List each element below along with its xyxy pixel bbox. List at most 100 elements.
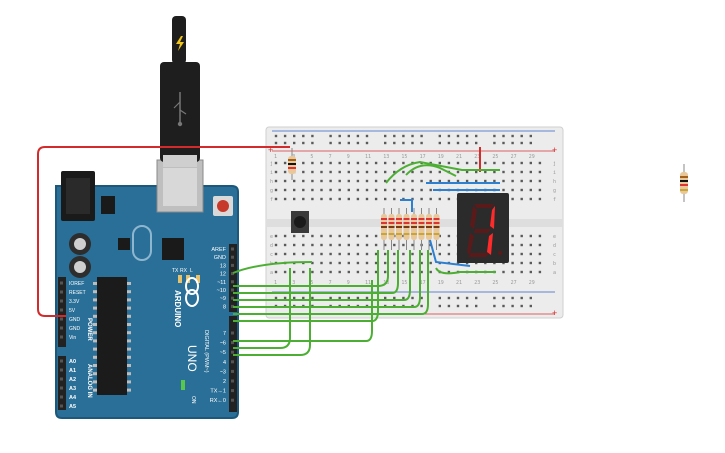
breadboard-hole[interactable] xyxy=(365,234,369,238)
rail-hole[interactable] xyxy=(475,134,478,138)
breadboard-hole[interactable] xyxy=(538,161,542,165)
rail-hole[interactable] xyxy=(347,134,350,138)
breadboard-hole[interactable] xyxy=(411,243,414,247)
breadboard-hole[interactable] xyxy=(420,261,423,265)
breadboard-hole[interactable] xyxy=(420,179,423,183)
breadboard-hole[interactable] xyxy=(329,270,332,274)
rail-hole[interactable] xyxy=(456,296,460,300)
breadboard-hole[interactable] xyxy=(502,170,505,174)
breadboard-hole[interactable] xyxy=(302,188,305,192)
rail-hole[interactable] xyxy=(502,134,505,138)
breadboard-hole[interactable] xyxy=(402,270,405,274)
breadboard-hole[interactable] xyxy=(293,197,296,201)
rail-hole[interactable] xyxy=(384,134,387,138)
rail-hole[interactable] xyxy=(365,296,369,300)
breadboard-hole[interactable] xyxy=(274,234,278,238)
header-pin[interactable] xyxy=(60,326,63,330)
breadboard-hole[interactable] xyxy=(402,252,405,256)
breadboard-hole[interactable] xyxy=(338,197,341,201)
rail-hole[interactable] xyxy=(411,141,414,145)
breadboard-hole[interactable] xyxy=(365,188,369,192)
breadboard-hole[interactable] xyxy=(502,270,505,274)
rail-hole[interactable] xyxy=(411,296,414,300)
breadboard-hole[interactable] xyxy=(511,197,514,201)
breadboard-hole[interactable] xyxy=(484,170,487,174)
pushbutton-cap[interactable] xyxy=(294,216,306,228)
rail-hole[interactable] xyxy=(447,304,451,308)
breadboard-hole[interactable] xyxy=(320,252,323,256)
breadboard-hole[interactable] xyxy=(365,243,369,247)
breadboard-hole[interactable] xyxy=(338,252,341,256)
rail-hole[interactable] xyxy=(311,296,314,300)
breadboard-hole[interactable] xyxy=(320,243,323,247)
breadboard-hole[interactable] xyxy=(311,161,314,165)
rail-hole[interactable] xyxy=(511,134,514,138)
header-pin[interactable] xyxy=(231,369,234,373)
breadboard-hole[interactable] xyxy=(274,243,278,247)
rail-hole[interactable] xyxy=(493,304,496,308)
breadboard-hole[interactable] xyxy=(538,243,542,247)
wire-green-11[interactable] xyxy=(233,250,411,301)
breadboard-hole[interactable] xyxy=(538,179,542,183)
breadboard-hole[interactable] xyxy=(374,234,378,238)
breadboard-hole[interactable] xyxy=(293,270,296,274)
seven-segment-display[interactable] xyxy=(457,193,509,263)
breadboard-hole[interactable] xyxy=(393,243,396,247)
header-pin[interactable] xyxy=(231,360,234,364)
breadboard-hole[interactable] xyxy=(411,261,414,265)
breadboard-hole[interactable] xyxy=(456,170,460,174)
wire-green-bottom[interactable] xyxy=(435,267,496,275)
breadboard-hole[interactable] xyxy=(529,179,532,183)
breadboard-hole[interactable] xyxy=(511,161,514,165)
rail-hole[interactable] xyxy=(520,304,523,308)
rail-hole[interactable] xyxy=(356,134,360,138)
wires[interactable] xyxy=(37,146,500,356)
breadboard-hole[interactable] xyxy=(356,170,360,174)
breadboard-hole[interactable] xyxy=(393,161,396,165)
rail-hole[interactable] xyxy=(475,296,478,300)
breadboard-hole[interactable] xyxy=(393,252,396,256)
header-pin[interactable] xyxy=(231,247,234,251)
wire-5v[interactable] xyxy=(37,146,290,317)
breadboard-hole[interactable] xyxy=(320,179,323,183)
rail-hole[interactable] xyxy=(456,134,460,138)
breadboard-hole[interactable] xyxy=(320,261,323,265)
breadboard-hole[interactable] xyxy=(384,170,387,174)
breadboard-hole[interactable] xyxy=(520,161,523,165)
breadboard-hole[interactable] xyxy=(329,197,332,201)
rail-hole[interactable] xyxy=(511,141,514,145)
rail-hole[interactable] xyxy=(511,296,514,300)
rail-hole[interactable] xyxy=(438,134,441,138)
breadboard-hole[interactable] xyxy=(356,261,360,265)
breadboard-hole[interactable] xyxy=(502,161,505,165)
header-pin[interactable] xyxy=(60,281,63,285)
rail-hole[interactable] xyxy=(338,141,341,145)
breadboard-hole[interactable] xyxy=(411,170,414,174)
rail-hole[interactable] xyxy=(283,141,287,145)
breadboard-hole[interactable] xyxy=(529,197,532,201)
rail-hole[interactable] xyxy=(456,141,460,145)
header-pin[interactable] xyxy=(231,280,234,284)
breadboard-hole[interactable] xyxy=(302,270,305,274)
rail-hole[interactable] xyxy=(365,134,369,138)
rail-hole[interactable] xyxy=(347,141,350,145)
breadboard-hole[interactable] xyxy=(520,252,523,256)
header-pin[interactable] xyxy=(231,304,234,308)
breadboard-hole[interactable] xyxy=(429,179,432,183)
breadboard-hole[interactable] xyxy=(520,197,523,201)
rail-hole[interactable] xyxy=(493,141,496,145)
breadboard-hole[interactable] xyxy=(529,188,532,192)
header-pin[interactable] xyxy=(231,263,234,267)
breadboard-hole[interactable] xyxy=(393,270,396,274)
breadboard-hole[interactable] xyxy=(475,170,478,174)
header-pin[interactable] xyxy=(231,272,234,276)
wire-green-7[interactable] xyxy=(233,280,373,342)
rail-hole[interactable] xyxy=(384,141,387,145)
breadboard-hole[interactable] xyxy=(465,161,469,165)
wire-green-top-2[interactable] xyxy=(405,164,457,177)
breadboard-hole[interactable] xyxy=(511,252,514,256)
breadboard-hole[interactable] xyxy=(347,179,350,183)
rail-hole[interactable] xyxy=(502,304,505,308)
rail-hole[interactable] xyxy=(465,134,469,138)
breadboard-hole[interactable] xyxy=(347,197,350,201)
